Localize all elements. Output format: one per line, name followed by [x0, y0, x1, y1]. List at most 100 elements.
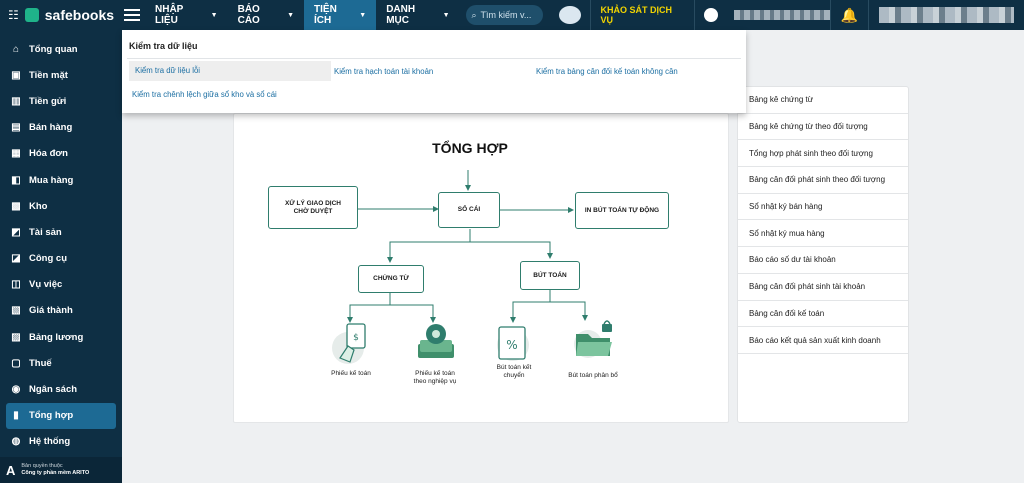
leaf-line: Phiếu kế toán: [415, 370, 455, 377]
search-input[interactable]: ⌕ Tìm kiếm v...: [465, 5, 543, 25]
report-link[interactable]: Báo cáo số dư tài khoản: [738, 247, 908, 274]
sidebar-item-tong-quan[interactable]: ⌂Tổng quan: [0, 36, 122, 62]
link-kiem-tra-chenh-lech[interactable]: Kiểm tra chênh lệch giữa sổ kho và sổ cá…: [132, 90, 277, 99]
sidebar-item-label: Tài sản: [29, 226, 62, 238]
sidebar-item-label: Công cụ: [29, 253, 67, 265]
footer-line2: Công ty phần mềm ARITO: [21, 470, 90, 476]
sidebar: ⌂Tổng quan ▣Tiền mặt ▥ Tiền gửi ▤ Bán hàng…: [0, 30, 122, 483]
home-icon: ⌂: [12, 43, 20, 55]
nav-label: BÁO CÁO: [237, 4, 260, 26]
report-link[interactable]: Bảng kê chứng từ theo đối tượng: [738, 114, 908, 141]
brand-name: safebooks: [44, 7, 115, 23]
box-but-toan[interactable]: BÚT TOÁN: [520, 261, 580, 290]
payroll-icon: ▨: [11, 331, 21, 343]
box-in-but-toan[interactable]: IN BÚT TOÁN TỰ ĐỘNG: [575, 192, 669, 229]
link-kiem-tra-bang-can-doi[interactable]: Kiểm tra bảng cân đối kế toán không cân: [536, 67, 678, 76]
caret-down-icon: ▼: [210, 11, 218, 19]
invoice-icon: ▦: [11, 148, 21, 160]
diagram-title: TỔNG HỢP: [432, 140, 508, 156]
users-icon: ◍: [11, 436, 21, 448]
report-link[interactable]: Bảng kê chứng từ: [738, 87, 908, 114]
leaf-phan-bo: Bút toán phân bổ: [568, 372, 618, 379]
report-link[interactable]: Báo cáo kết quả sản xuất kinh doanh: [738, 327, 908, 354]
purchase-icon: ◧: [11, 174, 21, 186]
asset-icon: ◩: [11, 226, 21, 238]
sidebar-item-ngan-sach[interactable]: ◉Ngân sách: [0, 376, 122, 402]
support-icon[interactable]: [695, 0, 728, 30]
sidebar-item-tien-mat[interactable]: ▣Tiền mặt: [0, 62, 122, 88]
sidebar-item-label: Tổng hợp: [29, 410, 74, 422]
link-kiem-tra-du-lieu-loi[interactable]: Kiểm tra dữ liệu lỗi: [129, 61, 331, 81]
nav-nhap-lieu[interactable]: NHẬP LIỆU ▼: [145, 0, 228, 30]
locked-folder-icon[interactable]: [572, 318, 616, 360]
search-icon: ⌕: [471, 9, 477, 20]
report-link[interactable]: Tổng hợp phát sinh theo đối tượng: [738, 140, 908, 168]
percent-document-icon[interactable]: %: [493, 321, 533, 363]
bank-icon: ▥: [11, 95, 21, 107]
menu-toggle-icon[interactable]: [118, 0, 145, 30]
nav-tien-ich[interactable]: TIỆN ÍCH▼: [304, 0, 377, 30]
box-chung-tu[interactable]: CHỨNG TỪ: [358, 265, 424, 293]
sidebar-item-bang-luong[interactable]: ▨Bảng lương: [0, 324, 122, 350]
leaf-line: chuyển: [503, 372, 525, 379]
box-label: CHỨNG TỪ: [373, 275, 409, 282]
sidebar-item-label: Thuế: [29, 357, 52, 369]
budget-icon: ◉: [11, 384, 21, 396]
sidebar-item-tai-san[interactable]: ◩ Tài sản: [0, 219, 122, 245]
sales-icon: ▤: [11, 122, 21, 134]
sidebar-item-label: Hệ thống: [29, 436, 71, 448]
sidebar-item-tien-gui[interactable]: ▥ Tiền gửi: [0, 88, 122, 114]
caret-down-icon: ▼: [287, 11, 295, 19]
sidebar-item-vu-viec[interactable]: ◫Vụ việc: [0, 272, 122, 298]
tien-ich-dropdown: Kiểm tra dữ liệu Kiểm tra dữ liệu lỗi Ki…: [122, 30, 746, 113]
logo[interactable]: ☷ safebooks: [0, 0, 118, 30]
svg-text:$: $: [353, 333, 359, 343]
box-xu-ly-giao-dich[interactable]: XỬ LÝ GIAO DỊCH CHỜ DUYỆT: [268, 186, 358, 229]
sidebar-item-gia-thanh[interactable]: ▧Giá thành: [0, 298, 122, 324]
report-link[interactable]: Bảng cân đối phát sinh tài khoản: [738, 274, 908, 301]
voucher-icon[interactable]: $: [330, 320, 372, 366]
link-kiem-tra-hach-toan[interactable]: Kiểm tra hạch toán tài khoản: [334, 67, 434, 76]
survey-link[interactable]: KHẢO SÁT DỊCH VỤ: [589, 0, 695, 30]
chart-icon: ▮: [13, 410, 19, 422]
redacted-user[interactable]: [878, 7, 1015, 23]
dropdown-divider: [127, 58, 741, 59]
sidebar-item-he-thong[interactable]: ◍ Hệ thống: [0, 429, 122, 455]
nav-bao-cao[interactable]: BÁO CÁO ▼: [228, 0, 304, 30]
gear-document-icon[interactable]: [414, 320, 458, 366]
leaf-phieu-ke-toan: Phiếu kế toán: [331, 370, 371, 377]
box-label: IN BÚT TOÁN TỰ ĐỘNG: [584, 206, 660, 214]
bell-icon[interactable]: 🔔: [830, 0, 869, 30]
sidebar-item-tong-hop[interactable]: ▮ Tổng hợp: [6, 402, 116, 429]
case-icon: ◫: [11, 279, 21, 291]
nav-label: NHẬP LIỆU: [155, 4, 184, 26]
sidebar-item-hoa-don[interactable]: ▦Hóa đơn: [0, 141, 122, 167]
brand-mark-icon: [24, 8, 39, 22]
sidebar-item-label: Tiền gửi: [29, 95, 67, 107]
nav-label: TIỆN ÍCH: [314, 4, 337, 26]
report-link[interactable]: Sổ nhật ký bán hàng: [738, 194, 908, 221]
sidebar-item-ban-hang[interactable]: ▤ Bán hàng: [0, 115, 122, 141]
tool-icon: ◪: [11, 253, 21, 265]
report-link[interactable]: Bảng cân đối kế toán: [738, 301, 908, 328]
box-label: BÚT TOÁN: [533, 271, 567, 279]
box-label: XỬ LÝ GIAO DỊCH CHỜ DUYỆT: [285, 199, 341, 215]
sidebar-item-label: Bán hàng: [29, 122, 73, 134]
sidebar-item-cong-cu[interactable]: ◪ Công cụ: [0, 246, 122, 272]
dropdown-title: Kiểm tra dữ liệu: [129, 41, 198, 51]
apps-grid-icon[interactable]: ☷: [8, 8, 19, 22]
sidebar-item-mua-hang[interactable]: ◧Mua hàng: [0, 167, 122, 193]
cost-icon: ▧: [11, 305, 21, 317]
chatbot-icon[interactable]: [551, 0, 590, 30]
reports-panel: Bảng kê chứng từ Bảng kê chứng từ theo đ…: [737, 86, 909, 423]
box-label: SỔ CÁI: [457, 206, 481, 213]
report-link[interactable]: Bảng cân đối phát sinh theo đối tượng: [738, 167, 908, 194]
report-link[interactable]: Sổ nhật ký mua hàng: [738, 220, 908, 248]
nav-danh-muc[interactable]: DANH MỤC▼: [376, 0, 459, 30]
box-so-cai[interactable]: SỔ CÁI: [438, 192, 500, 228]
sidebar-item-kho[interactable]: ▩Kho: [0, 193, 122, 219]
sidebar-item-thue[interactable]: ▢Thuế: [0, 350, 122, 376]
